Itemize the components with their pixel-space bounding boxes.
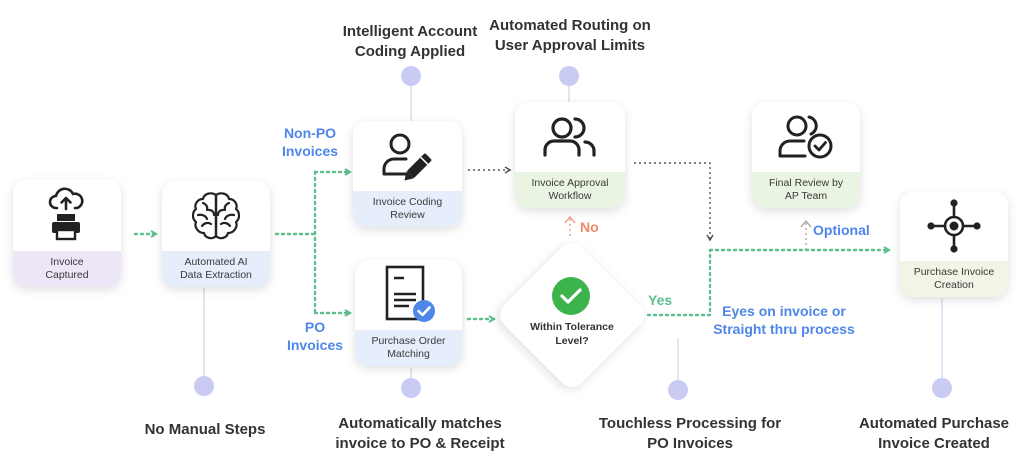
annotation-dot bbox=[559, 66, 579, 86]
annotation-auto-created: Automated Purchase Invoice Created bbox=[858, 415, 1010, 452]
node-purchase-invoice-creation: Purchase Invoice Creation bbox=[900, 191, 1008, 297]
annotation-dot bbox=[401, 378, 421, 398]
document-check-icon bbox=[385, 265, 435, 322]
annotation-auto-match: Automatically matches invoice to PO & Re… bbox=[335, 415, 505, 452]
annotation-routing: Automated Routing on User Approval Limit… bbox=[489, 17, 651, 54]
annotation-dot bbox=[194, 376, 214, 396]
branch-no: No bbox=[580, 219, 599, 235]
branch-non-po: Non-PO Invoices bbox=[281, 125, 339, 160]
annotation-touchless: Touchless Processing for PO Invoices bbox=[598, 415, 782, 452]
user-edit-icon bbox=[382, 133, 431, 181]
users-icon bbox=[543, 117, 596, 157]
brain-icon bbox=[191, 192, 241, 240]
annotation-dot bbox=[932, 378, 952, 398]
node-label: Invoice Captured bbox=[13, 251, 121, 287]
branch-yes: Yes bbox=[648, 292, 673, 308]
node-label: Automated AI Data Extraction bbox=[162, 251, 270, 287]
arrow-approval-to-main bbox=[634, 162, 714, 242]
annotation-dot bbox=[668, 380, 688, 400]
node-label: Invoice Approval Workflow bbox=[515, 172, 625, 208]
branch-eyes-on: Eyes on invoice or Straight thru process bbox=[713, 303, 855, 338]
branch-optional: Optional bbox=[813, 222, 870, 238]
branch-po: PO Invoices bbox=[286, 319, 344, 354]
node-invoice-coding-review: Invoice Coding Review bbox=[353, 121, 462, 227]
node-label: Purchase Invoice Creation bbox=[900, 261, 1008, 297]
node-label: Final Review by AP Team bbox=[752, 172, 860, 208]
user-check-icon bbox=[778, 115, 833, 159]
node-approval-workflow: Invoice Approval Workflow bbox=[515, 102, 625, 208]
annotation-dot bbox=[401, 66, 421, 86]
cloud-upload-printer-icon bbox=[48, 187, 84, 241]
node-final-review: Final Review by AP Team bbox=[752, 102, 860, 208]
node-ai-extraction: Automated AI Data Extraction bbox=[162, 181, 270, 287]
node-label: Invoice Coding Review bbox=[353, 191, 462, 227]
annotation-account-coding: Intelligent Account Coding Applied bbox=[342, 23, 478, 60]
network-hub-icon bbox=[927, 199, 981, 253]
node-invoice-captured: Invoice Captured bbox=[13, 179, 121, 287]
check-circle-icon bbox=[552, 277, 590, 315]
node-po-matching: Purchase Order Matching bbox=[355, 260, 462, 366]
annotation-no-manual-steps: No Manual Steps bbox=[144, 421, 266, 438]
node-label: Purchase Order Matching bbox=[355, 330, 462, 366]
decision-label: Within Tolerance Level? bbox=[530, 321, 614, 347]
